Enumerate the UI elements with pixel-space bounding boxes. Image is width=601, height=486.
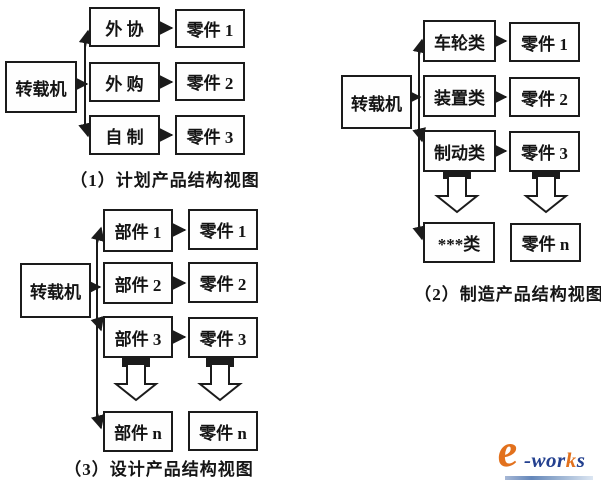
plan-caption: （1）计划产品结构视图 xyxy=(70,171,260,190)
block-arrow-cap xyxy=(206,358,234,367)
eworks-logo-hyphen: - xyxy=(524,448,532,472)
eworks-logo: e -works xyxy=(494,424,599,484)
plan-mid-box-1: 外 协 xyxy=(89,7,160,47)
manufacturing-mid-box-2: 装置类 xyxy=(423,75,496,117)
eworks-logo-wor: wor xyxy=(531,448,566,472)
arrow-connector xyxy=(90,412,105,430)
design-mid-box-2: 部件 2 xyxy=(103,262,173,304)
design-leaf-box-2: 零件 2 xyxy=(188,262,258,303)
eworks-logo-underline xyxy=(505,476,593,480)
manufacturing-root-box: 转载机 xyxy=(341,75,412,129)
arrow-connector xyxy=(78,122,92,138)
eworks-logo-e: e xyxy=(494,424,520,477)
manufacturing-mid-box-n: ***类 xyxy=(423,222,495,263)
plan-leaf-box-2: 零件 2 xyxy=(175,62,245,101)
design-root-box: 转载机 xyxy=(20,263,91,318)
arrow-connector xyxy=(412,224,427,241)
design-leaf-box-1: 零件 1 xyxy=(188,209,258,250)
arrow-connector xyxy=(90,315,104,332)
manufacturing-leaf-box-3: 零件 3 xyxy=(509,131,580,172)
plan-mid-box-3: 自 制 xyxy=(89,115,160,155)
block-arrow-down xyxy=(434,175,480,214)
arrow-connector xyxy=(78,29,93,48)
manufacturing-leaf-box-n: 零件 n xyxy=(510,223,581,262)
arrow-connector xyxy=(90,226,105,244)
eworks-logo-text: -works xyxy=(524,450,585,471)
design-mid-box-n: 部件 n xyxy=(103,411,173,452)
manufacturing-leaf-box-2: 零件 2 xyxy=(509,77,580,117)
arrow-connector xyxy=(412,127,426,143)
design-mid-box-3: 部件 3 xyxy=(103,316,173,358)
block-arrow-down xyxy=(113,363,159,402)
plan-root-box: 转载机 xyxy=(5,61,77,113)
block-arrow-cap xyxy=(532,170,560,179)
plan-leaf-box-1: 零件 1 xyxy=(175,9,245,48)
manufacturing-leaf-box-1: 零件 1 xyxy=(509,22,580,62)
eworks-logo-s: s xyxy=(576,448,586,472)
design-leaf-box-3: 零件 3 xyxy=(188,317,258,358)
block-arrow-down xyxy=(523,175,569,214)
design-leaf-box-n: 零件 n xyxy=(188,411,258,451)
block-arrow-cap xyxy=(443,170,471,179)
manufacturing-mid-box-3: 制动类 xyxy=(423,130,496,172)
plan-leaf-box-3: 零件 3 xyxy=(175,115,245,155)
block-arrow-down xyxy=(197,363,243,402)
design-caption: （3）设计产品结构视图 xyxy=(64,460,254,479)
manufacturing-caption: （2）制造产品结构视图 xyxy=(414,285,601,304)
arrow-connector xyxy=(412,38,427,56)
block-arrow-cap xyxy=(122,358,150,367)
plan-mid-box-2: 外 购 xyxy=(89,62,160,102)
manufacturing-mid-box-1: 车轮类 xyxy=(423,20,496,62)
design-mid-box-1: 部件 1 xyxy=(103,209,173,252)
eworks-logo-k: k xyxy=(565,448,577,472)
